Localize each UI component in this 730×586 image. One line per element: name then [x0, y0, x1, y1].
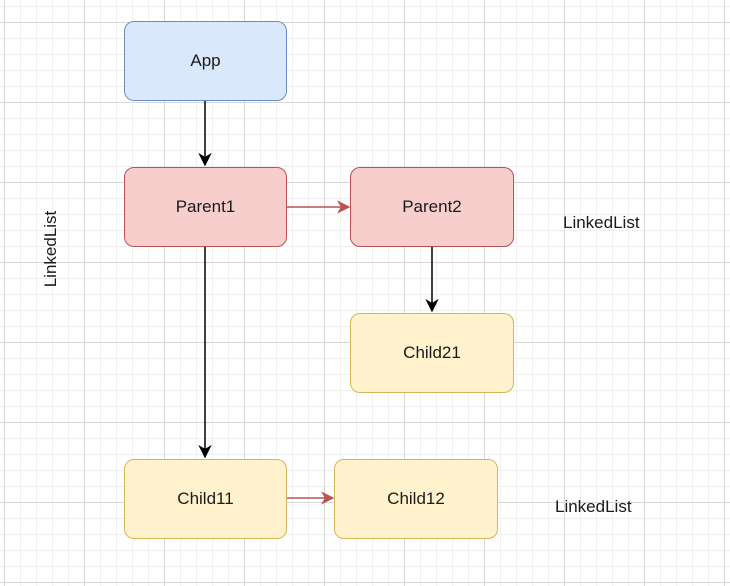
node-app-label: App: [190, 51, 221, 70]
node-child11[interactable]: Child11: [124, 459, 287, 539]
node-child11-label: Child11: [177, 489, 234, 508]
node-child21[interactable]: Child21: [350, 313, 514, 393]
node-parent1[interactable]: Parent1: [124, 167, 287, 247]
node-parent2-label: Parent2: [402, 197, 462, 216]
node-parent1-label: Parent1: [175, 197, 236, 216]
node-child12-label: Child12: [387, 489, 445, 508]
node-parent2[interactable]: Parent2: [350, 167, 514, 247]
node-child21-label: Child21: [403, 343, 461, 362]
node-app[interactable]: App: [124, 21, 287, 101]
node-child12[interactable]: Child12: [334, 459, 498, 539]
linkedlist-label-left: LinkedList: [41, 210, 60, 288]
linkedlist-label-right-bottom: LinkedList: [555, 497, 632, 516]
linkedlist-label-right-top: LinkedList: [563, 213, 640, 232]
